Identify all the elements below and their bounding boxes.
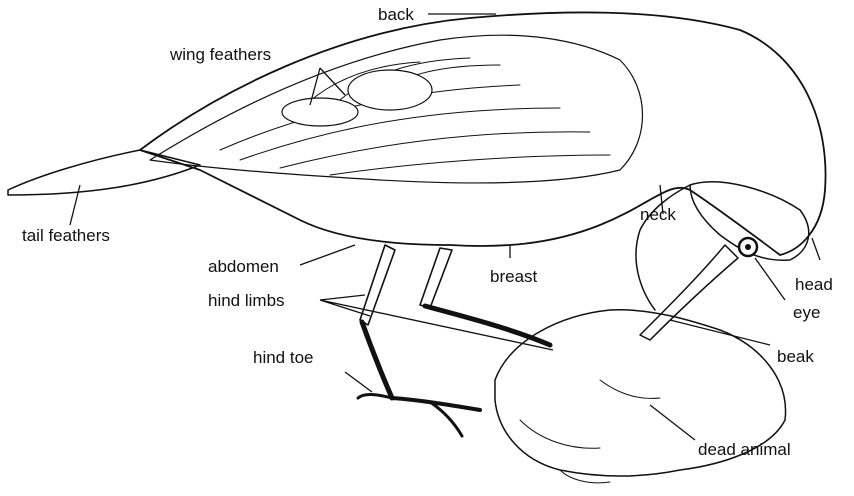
bird-illustration	[8, 12, 826, 482]
label-hind-limbs: hind limbs	[208, 291, 285, 310]
hind-toe-leader	[345, 372, 372, 392]
pupil	[745, 244, 751, 250]
label-eye: eye	[793, 303, 820, 322]
label-wing-feathers: wing feathers	[169, 45, 271, 64]
label-beak: beak	[777, 347, 814, 366]
hind-limbs-leader	[320, 295, 553, 350]
head-leader	[812, 238, 820, 260]
label-hind-toe: hind toe	[253, 348, 314, 367]
wing-feather-oval	[282, 98, 358, 126]
label-head: head	[795, 275, 833, 294]
leader-lines	[70, 14, 820, 440]
label-abdomen: abdomen	[208, 257, 279, 276]
tail-feathers-leader	[70, 185, 80, 225]
label-back: back	[378, 5, 414, 24]
dead-animal-detail	[520, 380, 660, 483]
label-neck: neck	[640, 205, 676, 224]
beak-leader	[670, 320, 770, 345]
eye-leader	[755, 258, 785, 300]
dead-animal-leader	[650, 405, 695, 440]
label-tail-feathers: tail feathers	[22, 226, 110, 245]
abdomen-leader	[300, 245, 355, 265]
tail-shape	[8, 150, 200, 195]
labels: back wing feathers tail feathers abdomen…	[22, 5, 833, 459]
wing-feather-oval	[348, 70, 432, 110]
label-breast: breast	[490, 267, 538, 286]
label-dead-animal: dead animal	[698, 440, 791, 459]
beak-shape	[640, 245, 738, 340]
